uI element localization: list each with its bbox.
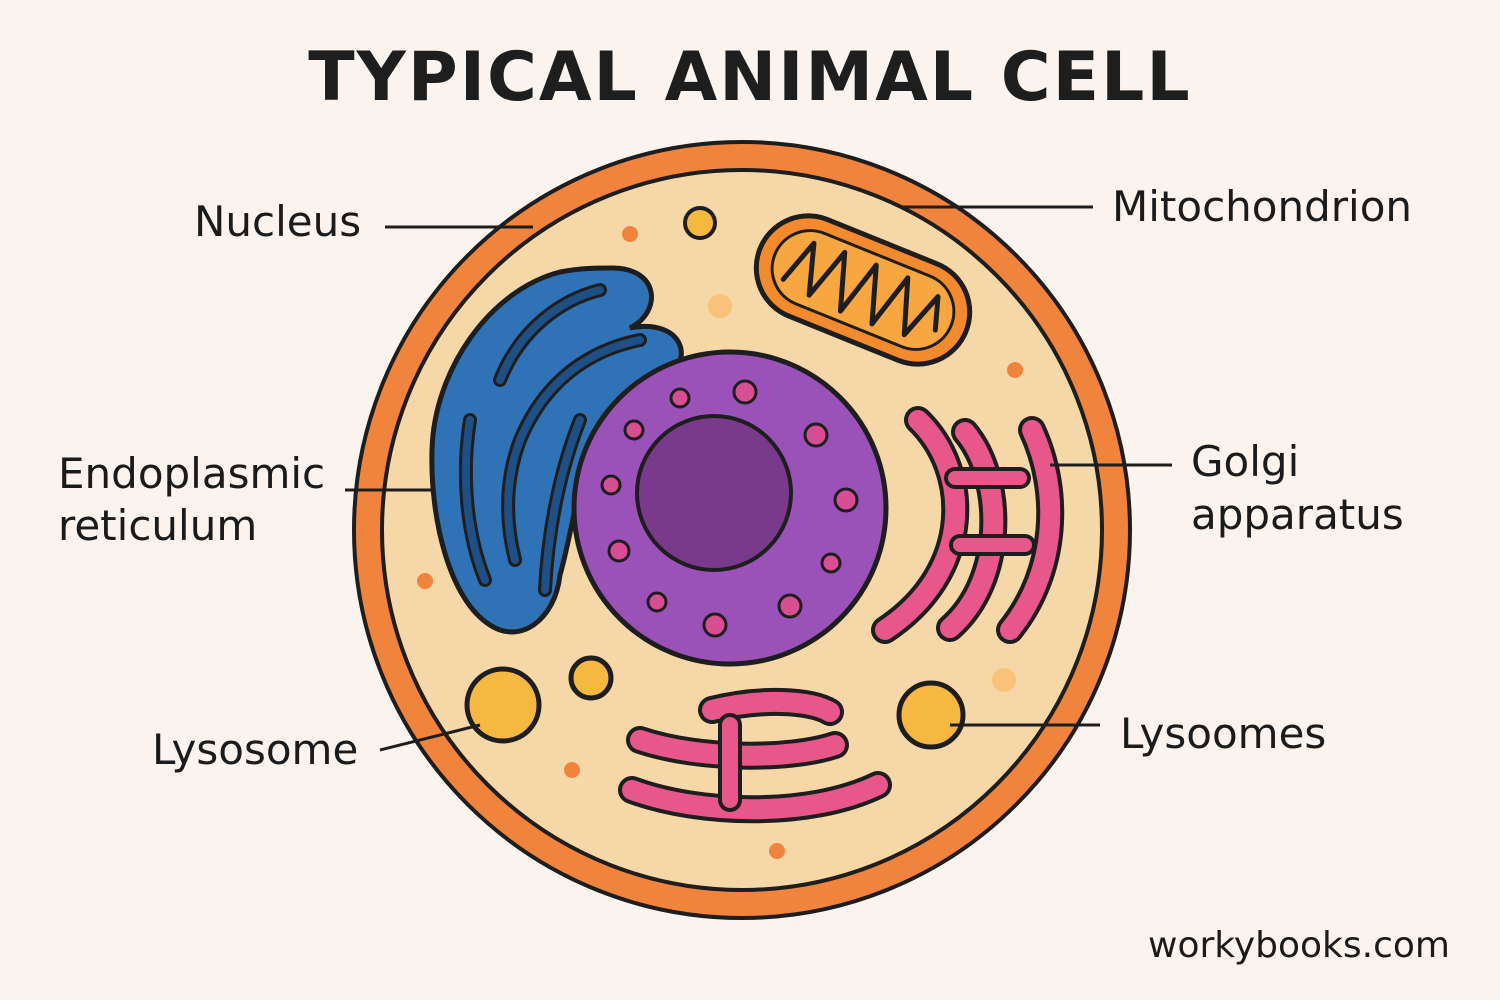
- cytoplasm-granules: [417, 226, 1023, 859]
- nucleus: [571, 349, 889, 667]
- label-er-line2: reticulum: [58, 501, 258, 550]
- nuclear-pores: [600, 379, 859, 638]
- label-nucleus: Nucleus: [194, 197, 362, 246]
- label-lysosome: Lysosome: [152, 725, 359, 774]
- vesicle-small: [568, 655, 614, 701]
- label-golgi-line2: apparatus: [1191, 490, 1404, 539]
- lysosome-left: [464, 666, 542, 744]
- vesicle-top: [683, 206, 717, 240]
- nucleolus: [635, 414, 793, 572]
- lysosome-right: [896, 680, 966, 750]
- page-title: TYPICAL ANIMAL CELL: [308, 38, 1192, 117]
- endoplasmic-reticulum: [429, 265, 684, 635]
- golgi-apparatus-bottom: [618, 688, 892, 824]
- label-er-line1: Endoplasmic: [58, 449, 326, 498]
- label-lysoomes: Lysoomes: [1120, 709, 1327, 758]
- mitochondrion: [753, 213, 973, 367]
- watermark: workybooks.com: [1148, 925, 1450, 966]
- label-mitochondrion: Mitochondrion: [1112, 182, 1413, 231]
- label-golgi-line1: Golgi: [1191, 437, 1300, 486]
- golgi-apparatus: [871, 406, 1065, 644]
- leader-lines: [345, 205, 1172, 752]
- lysosome-leader: [379, 723, 481, 752]
